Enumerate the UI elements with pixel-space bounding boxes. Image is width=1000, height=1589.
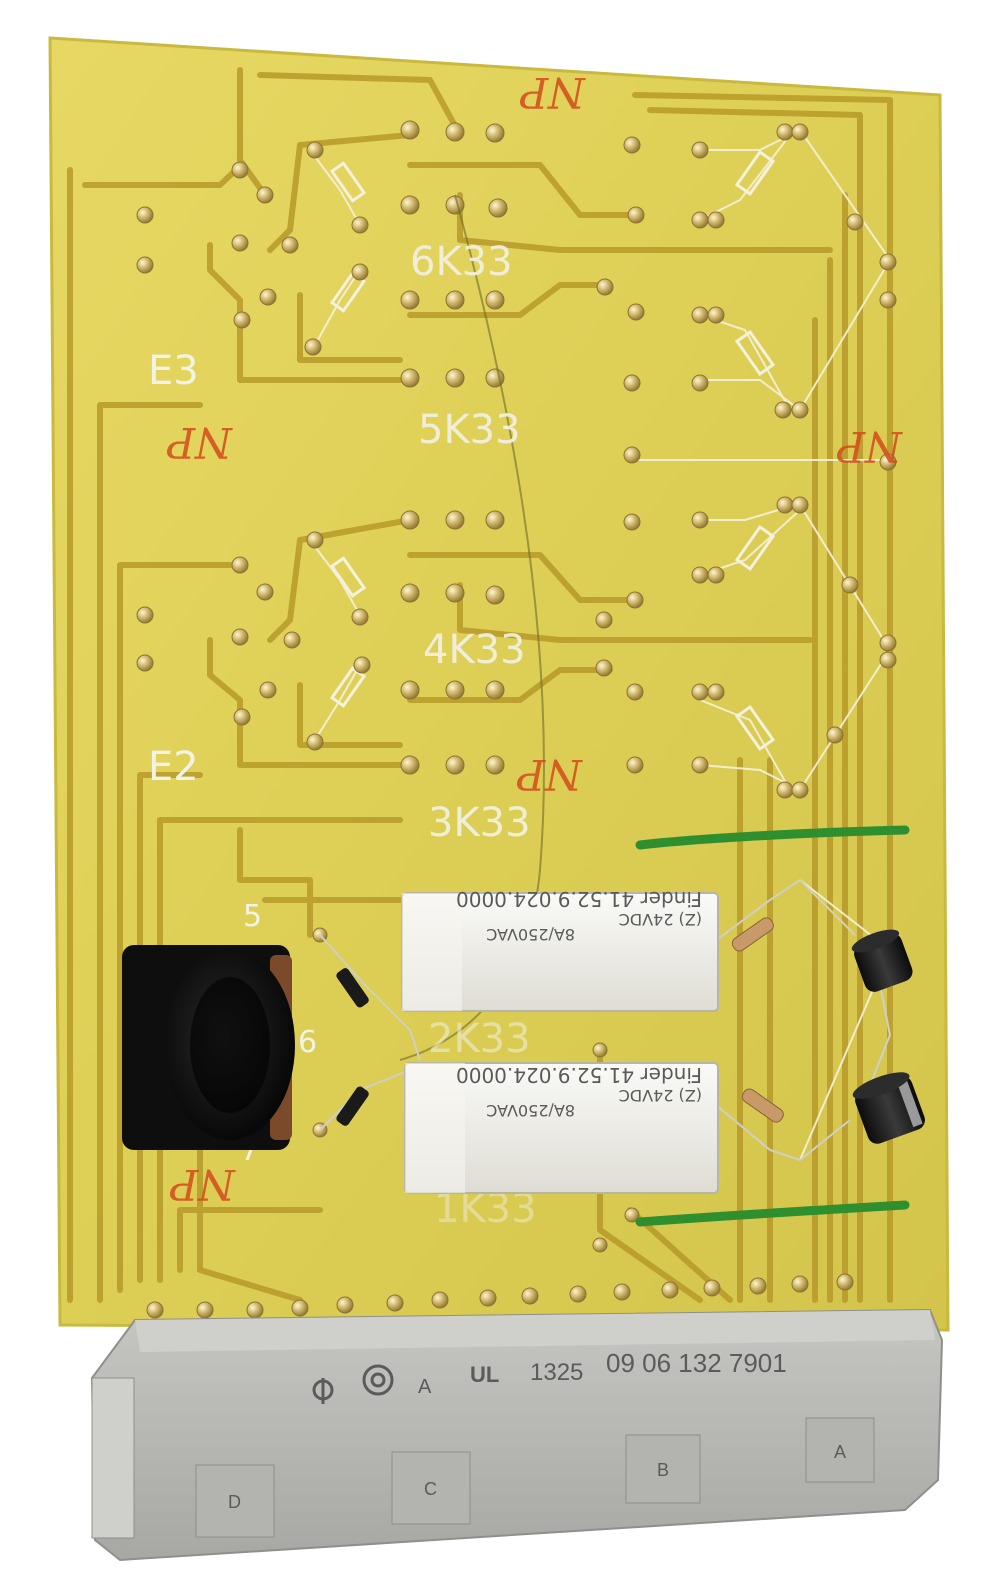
label-pin-6: 6 — [298, 1025, 317, 1060]
connector-slot-b — [625, 1434, 701, 1504]
relay-upper-brand: Finder 41.52.9.024.0000 — [456, 887, 702, 911]
copper-traces — [67, 67, 893, 1303]
connector-part-number: 09 06 132 7901 — [606, 1348, 787, 1378]
label-4k33: 4K33 — [423, 627, 526, 673]
connector-slot-c — [391, 1451, 471, 1525]
hand-mark-5: NP — [169, 1160, 236, 1209]
connector-slot-a-label: A — [834, 1442, 846, 1462]
connector-slot-d-label: D — [228, 1492, 241, 1512]
capacitor-lower — [852, 1072, 925, 1144]
diode-upper — [336, 968, 369, 1008]
jumper-wire-top — [635, 825, 910, 850]
relay-upper-coil: (Z) 24VDC — [619, 910, 702, 929]
connector-date-code: 1325 — [530, 1359, 583, 1386]
relay-lower-rating: 8A/250VAC — [486, 1101, 575, 1120]
resistor-upper — [731, 917, 774, 952]
silkscreen-designators: 6K33 5K33 4K33 3K33 2K33 1K33 E3 E2 5 6 … — [148, 239, 537, 1232]
resistor-lower — [741, 1088, 784, 1123]
signal-diodes — [336, 968, 369, 1126]
connector-letter: A — [418, 1376, 432, 1398]
relay-lower: Finder 41.52.9.024.0000 (Z) 24VDC 8A/250… — [404, 1062, 719, 1194]
hand-marks: NP NP NP NP NP — [166, 68, 903, 1209]
connector-ul-mark: UL — [470, 1362, 499, 1387]
capacitor-upper — [851, 929, 913, 992]
diode-lower — [336, 1086, 369, 1126]
jumper-wire-bottom — [635, 1200, 910, 1227]
connector-slot-c-label: C — [424, 1479, 437, 1499]
connector-logo — [312, 1364, 394, 1404]
label-3k33: 3K33 — [428, 800, 531, 846]
label-2k33: 2K33 — [428, 1016, 531, 1062]
relay-lower-coil: (Z) 24VDC — [619, 1086, 702, 1105]
connector-left-clip — [91, 1377, 135, 1539]
resistors — [731, 917, 784, 1123]
solder-pads — [136, 120, 897, 1319]
connector-slot-b-label: B — [657, 1460, 669, 1480]
connector-slot-a — [805, 1417, 875, 1483]
relay-lower-brand: Finder 41.52.9.024.0000 — [456, 1063, 702, 1087]
relay-upper: Finder 41.52.9.024.0000 (Z) 24VDC 8A/250… — [401, 887, 719, 1012]
label-e3: E3 — [148, 348, 199, 394]
edge-connector: UL A 1325 09 06 132 7901 D C B A — [90, 1308, 944, 1562]
hand-mark-4: NP — [516, 750, 583, 799]
connector-markings: UL A 1325 09 06 132 7901 — [418, 1348, 787, 1398]
electrolytic-capacitors — [851, 929, 925, 1144]
relay-upper-rating: 8A/250VAC — [486, 925, 575, 944]
hand-mark-2: NP — [166, 418, 233, 467]
connector-slot-d — [195, 1464, 275, 1538]
label-pin-5: 5 — [243, 899, 262, 934]
din-socket — [122, 945, 295, 1150]
label-e2: E2 — [148, 744, 199, 790]
flying-wire — [399, 194, 545, 1061]
label-6k33: 6K33 — [410, 239, 513, 285]
connector-slots: D C B A — [195, 1417, 875, 1538]
component-leads — [319, 878, 892, 1162]
hand-mark-1: NP — [519, 68, 586, 117]
hand-mark-3: NP — [836, 422, 903, 471]
label-5k33: 5K33 — [418, 407, 521, 453]
